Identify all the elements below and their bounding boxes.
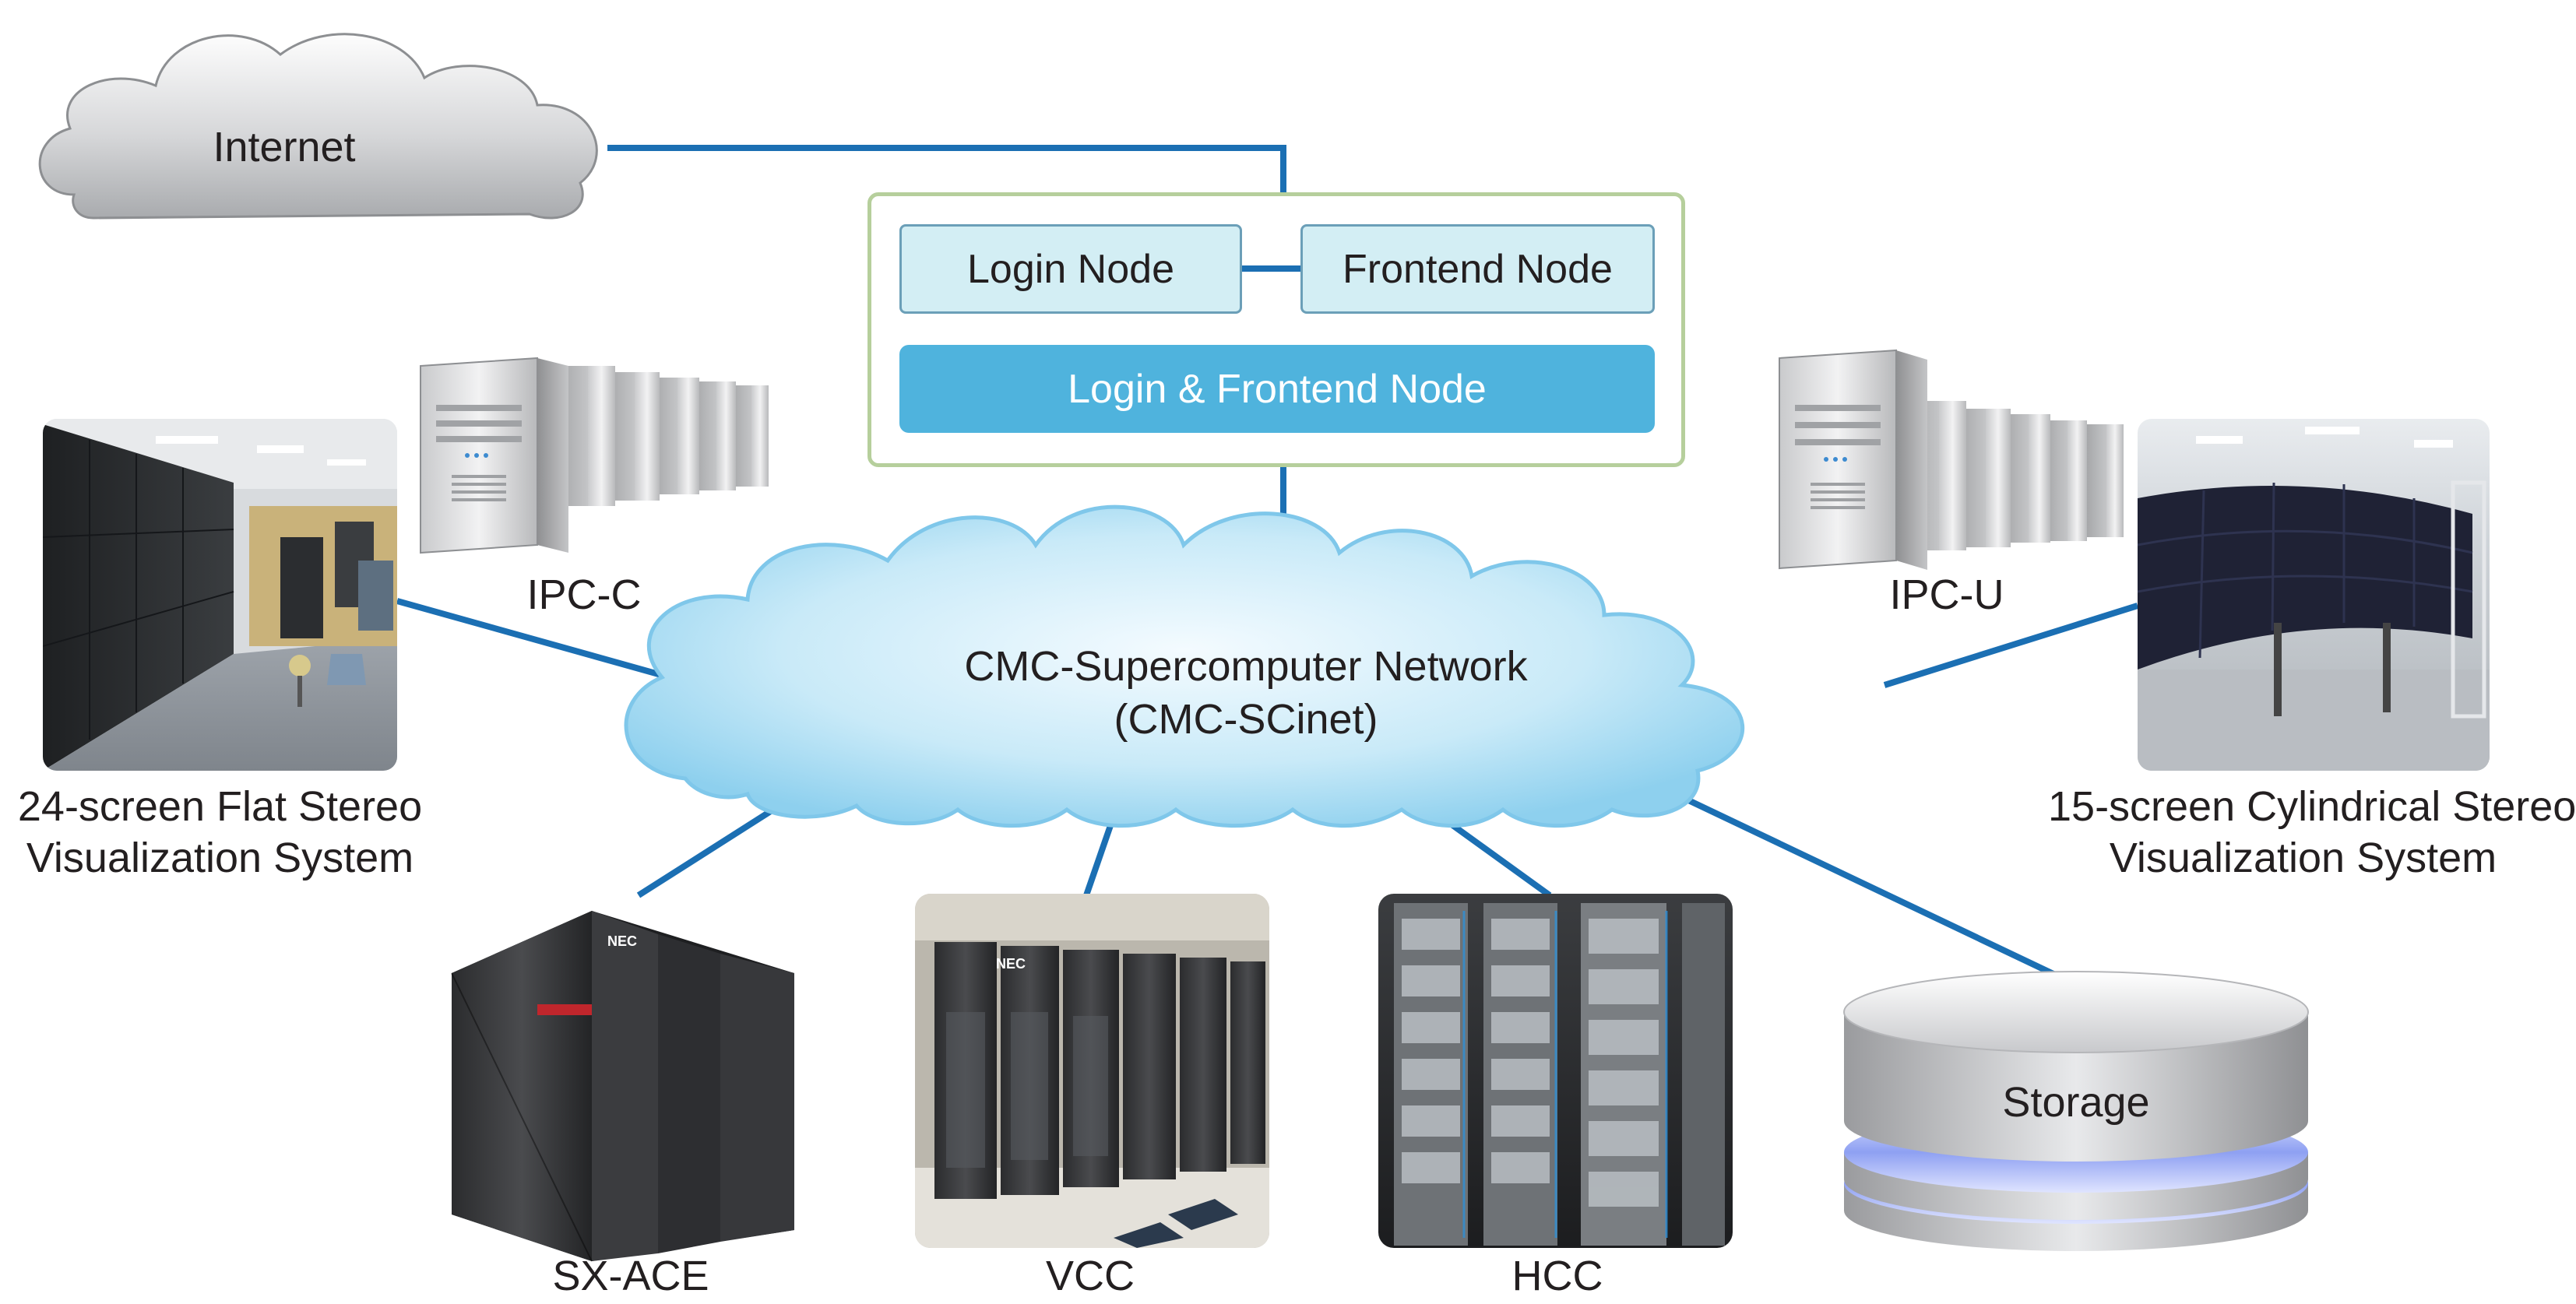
network-label-line2: (CMC-SCinet) [1114,696,1378,743]
hcc-photo [1378,894,1733,1248]
network-cloud-icon [624,504,1745,828]
login-frontend-node-box[interactable]: Login & Frontend Node [899,345,1655,433]
storage-label: Storage [2002,1079,2150,1126]
login-frontend-connector [1242,265,1300,272]
login-node-box[interactable]: Login Node [899,224,1242,314]
link-internet-login [607,145,1286,195]
ipc-c-label: IPC-C [526,571,642,618]
cyl-viz-photo [2138,419,2490,771]
flat-viz-photo [43,419,397,771]
login-node-label: Login Node [967,246,1174,292]
frontend-node-box[interactable]: Frontend Node [1300,224,1655,314]
hcc-label: HCC [1511,1253,1603,1299]
vcc-brand: NEC [995,956,1026,972]
ipc-u-label: IPC-U [1889,571,2004,618]
internet-label: Internet [213,124,356,170]
ipc-c-server-icon [420,357,769,554]
sx-ace-machine-icon [451,911,794,1262]
flat-viz-label-line2: Visualization System [26,835,414,881]
vcc-photo [915,894,1269,1248]
link-storage [1649,779,2073,986]
vcc-label: VCC [1045,1253,1135,1299]
internet-cloud-icon [38,33,598,220]
sx-ace-label: SX-ACE [552,1253,709,1299]
sx-ace-brand: NEC [607,933,637,949]
network-label-line1: CMC-Supercomputer Network [964,643,1528,690]
cyl-viz-label-line1: 15-screen Cylindrical Stereo [2048,783,2576,830]
ipc-u-server-icon [1779,349,2124,570]
link-flat-viz [396,598,671,680]
flat-viz-label-line1: 24-screen Flat Stereo [17,783,423,830]
cyl-viz-label-line2: Visualization System [2109,835,2497,881]
frontend-node-label: Frontend Node [1343,246,1613,292]
link-cyl-viz [1883,603,2139,688]
login-frontend-node-label: Login & Frontend Node [1068,366,1487,412]
storage-icon [1843,971,2309,1251]
